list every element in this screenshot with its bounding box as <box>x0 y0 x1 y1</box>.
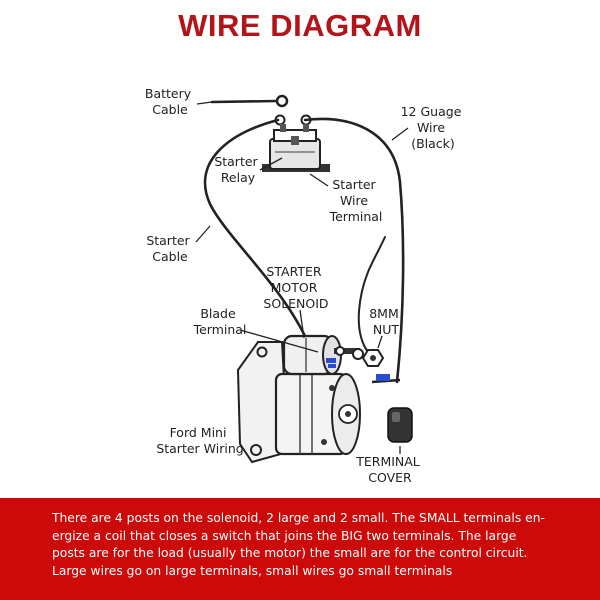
starter-cable-wire <box>203 118 314 354</box>
guage-wire <box>303 117 405 384</box>
page-title: WIRE DIAGRAM <box>178 8 422 43</box>
solenoid-label: STARTER MOTOR SOLENOID <box>263 264 328 311</box>
terminal-cover-label: TERMINAL COVER <box>355 454 424 485</box>
starter-relay-label: Starter Relay <box>214 154 261 185</box>
guage-wire-label: 12 Guage Wire (Black) <box>401 104 466 151</box>
battery-cable-wire <box>210 99 280 104</box>
footer-description: There are 4 posts on the solenoid, 2 lar… <box>52 511 545 578</box>
8mm-nut <box>361 349 385 367</box>
battery-cable-ring <box>275 94 289 108</box>
starter-relay <box>262 114 330 172</box>
starter-wire-terminal-label: Starter Wire Terminal <box>329 177 383 224</box>
footer-banner: There are 4 posts on the solenoid, 2 lar… <box>0 498 600 600</box>
terminal-cover <box>387 407 413 443</box>
wire-diagram: Battery Cable 12 Guage Wire (Black) Star… <box>145 86 466 485</box>
battery-cable-label: Battery Cable <box>145 86 195 117</box>
starter-solenoid <box>282 334 364 376</box>
ford-mini-label: Ford Mini Starter Wiring <box>156 425 243 456</box>
blue-connector <box>376 374 390 381</box>
starter-motor <box>236 341 361 464</box>
starter-cable-label: Starter Cable <box>146 233 193 264</box>
blade-terminal-label: Blade Terminal <box>193 306 247 337</box>
nut-label: 8MM NUT <box>369 306 403 337</box>
